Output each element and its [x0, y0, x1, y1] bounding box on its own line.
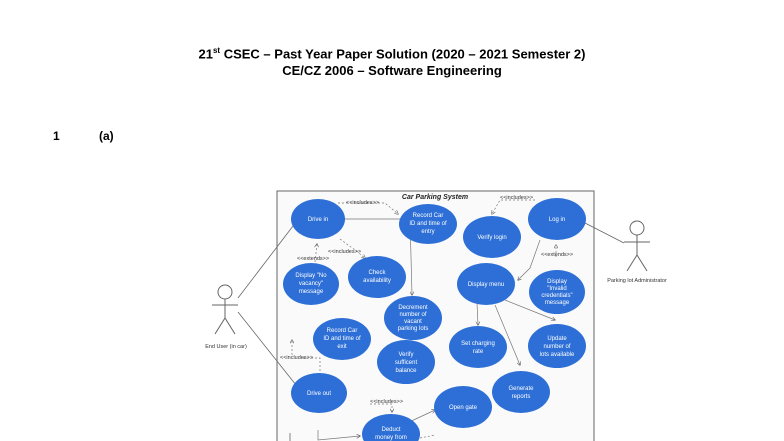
use-case-generate-reports: Generate reports: [492, 371, 550, 413]
svg-text:vacancy": vacancy": [299, 281, 323, 287]
svg-text:Display "No: Display "No: [295, 273, 327, 279]
svg-text:Deduct: Deduct: [381, 427, 400, 433]
end-user-label: End User (in car): [205, 344, 247, 350]
use-case-drive-out: Drive out: [291, 373, 347, 413]
use-case-verify-login: Verify login: [463, 216, 521, 258]
svg-text:message: message: [545, 300, 570, 306]
dependency-lines: [292, 199, 556, 439]
admin-label: Parking lot Administrator: [607, 278, 667, 284]
use-case-deduct-money: Deduct money from: [362, 414, 420, 441]
svg-text:Record Car: Record Car: [327, 328, 358, 334]
svg-text:sufficent: sufficent: [395, 360, 418, 366]
svg-text:credentials": credentials": [541, 293, 572, 299]
svg-text:exit: exit: [337, 344, 347, 350]
label-includes-5: <<includes>>: [370, 399, 403, 405]
svg-text:number of: number of: [543, 344, 570, 350]
system-title: Car Parking System: [402, 194, 468, 201]
label-includes-3: <<includes>>: [500, 195, 533, 201]
use-case-display-menu: Display menu: [457, 263, 515, 305]
label-includes-2: <<includes>>: [328, 249, 361, 255]
question-part: (a): [99, 129, 114, 143]
use-case-set-charging: Set charging rate: [449, 326, 507, 368]
svg-text:Drive in: Drive in: [308, 217, 328, 223]
label-extends-2: <<extends>>: [541, 252, 573, 258]
svg-text:parking lots: parking lots: [398, 326, 429, 332]
paper-subtitle: CE/CZ 2006 – Software Engineering: [282, 63, 502, 78]
use-case-record-entry: Record Car ID and time of entry: [399, 204, 457, 244]
associations: [237, 222, 625, 441]
svg-text:message: message: [299, 289, 324, 295]
svg-text:reports: reports: [512, 394, 531, 400]
svg-text:Verify: Verify: [398, 352, 413, 358]
svg-text:Record Car: Record Car: [413, 213, 444, 219]
svg-text:Set charging: Set charging: [461, 341, 495, 347]
svg-text:ID and time of: ID and time of: [323, 336, 361, 342]
use-case-verify-balance: Verify sufficent balance: [377, 340, 435, 384]
use-case-update-lots: Update number of lots available: [528, 324, 586, 368]
use-case-display-invalid: Display "Invalid credentials" message: [529, 270, 585, 314]
question-number: 1: [53, 129, 60, 143]
svg-text:Update: Update: [547, 336, 567, 342]
svg-text:ID and time of: ID and time of: [409, 221, 447, 227]
label-includes-1: <<includes>>: [346, 200, 379, 206]
label-extends-1: <<extends>>: [297, 256, 329, 262]
svg-text:Decrement: Decrement: [398, 305, 428, 311]
use-case-record-exit: Record Car ID and time of exit: [313, 318, 371, 360]
end-user-actor: [212, 284, 238, 335]
svg-text:number of: number of: [399, 312, 426, 318]
admin-actor: [624, 220, 650, 272]
svg-text:Drive out: Drive out: [307, 391, 331, 397]
use-case-check-availability: Check availability: [348, 256, 406, 298]
svg-text:Display menu: Display menu: [468, 282, 504, 288]
svg-text:Check: Check: [368, 270, 386, 276]
use-case-open-gate: Open gate: [434, 386, 492, 428]
use-cases: Drive in Record Car ID and time of entry…: [283, 198, 586, 441]
svg-text:Log in: Log in: [549, 217, 565, 223]
svg-text:vacant: vacant: [404, 319, 422, 325]
use-case-log-in: Log in: [528, 198, 586, 240]
svg-text:availability: availability: [363, 278, 391, 284]
svg-text:lots available: lots available: [540, 352, 575, 358]
svg-text:"Invalid: "Invalid: [547, 286, 566, 292]
svg-text:Verify login: Verify login: [477, 235, 506, 241]
svg-text:balance: balance: [395, 368, 417, 374]
use-case-decrement: Decrement number of vacant parking lots: [384, 296, 442, 340]
svg-text:Open gate: Open gate: [449, 405, 478, 411]
svg-text:Display: Display: [547, 279, 567, 285]
svg-text:money from: money from: [375, 435, 407, 441]
svg-text:rate: rate: [473, 349, 484, 355]
svg-text:entry: entry: [421, 229, 434, 235]
use-case-drive-in: Drive in: [291, 199, 345, 239]
svg-text:Generate: Generate: [508, 386, 534, 392]
label-includes-4: <<includes>>: [280, 355, 313, 361]
use-case-display-no-vacancy: Display "No vacancy" message: [283, 263, 339, 305]
paper-title: 21st CSEC – Past Year Paper Solution (20…: [198, 46, 586, 62]
